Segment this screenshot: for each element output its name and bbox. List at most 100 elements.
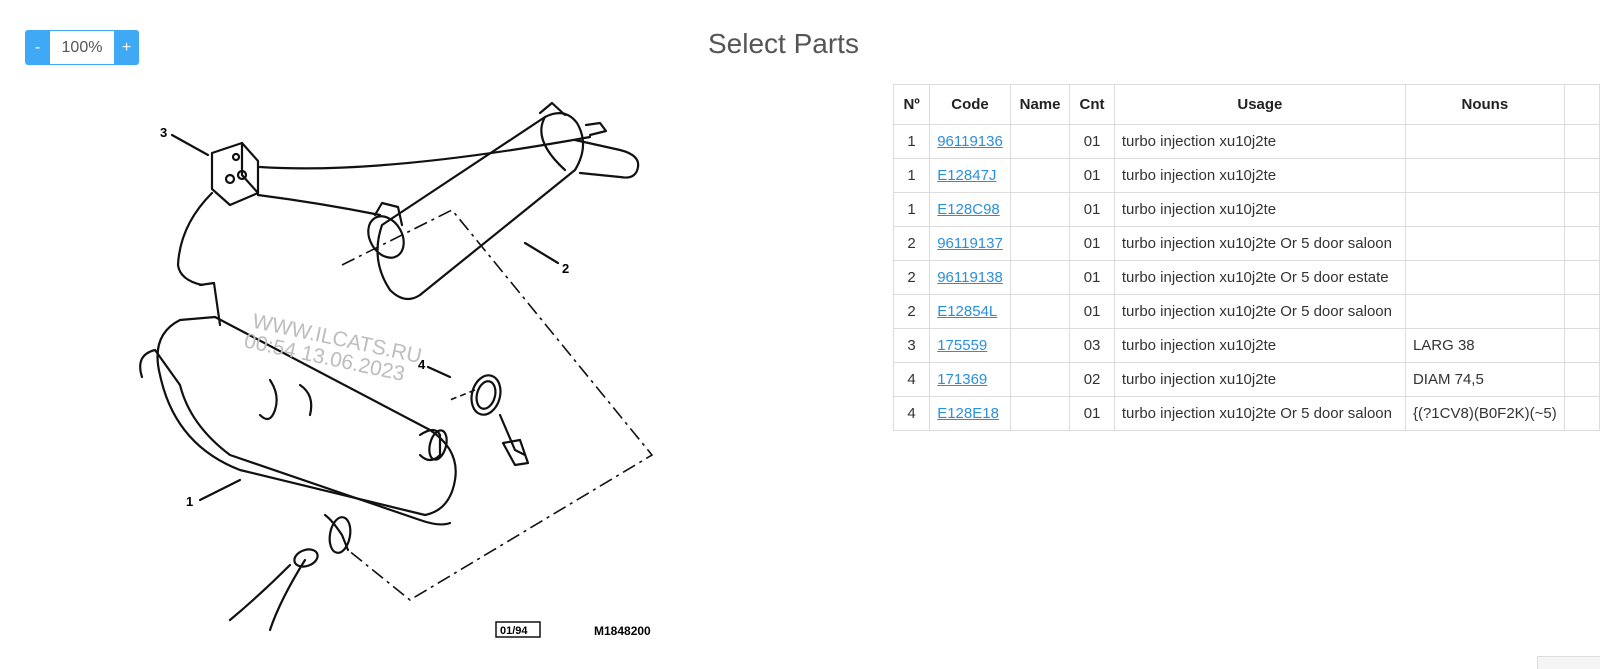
part-code-link[interactable]: E12847J [937, 167, 997, 184]
cell-usage: turbo injection xu10j2te [1113, 328, 1406, 363]
cell-usage: turbo injection xu10j2te [1113, 192, 1406, 227]
callout-4[interactable]: 4 [418, 357, 426, 372]
cell-name [1009, 124, 1071, 159]
cell-code: 96119138 [929, 260, 1011, 295]
cell-number: 4 [892, 396, 931, 431]
callout-1[interactable]: 1 [186, 494, 193, 509]
callout-2[interactable]: 2 [562, 261, 569, 276]
cell-name [1009, 396, 1071, 431]
cell-code: E12854L [929, 294, 1011, 329]
part-code-link[interactable]: 96119136 [937, 133, 1003, 150]
cell-extra [1563, 192, 1600, 227]
part-code-link[interactable]: E128C98 [937, 201, 1000, 218]
zoom-in-button[interactable]: + [114, 30, 139, 65]
cell-code: 171369 [929, 362, 1011, 397]
cell-extra [1563, 328, 1600, 363]
cell-name [1009, 362, 1071, 397]
zoom-out-button[interactable]: - [25, 30, 50, 65]
cell-number: 2 [892, 260, 931, 295]
cell-name [1009, 226, 1071, 261]
col-header-name: Name [1009, 84, 1071, 125]
zoom-control: - 100% + [25, 30, 139, 65]
cell-nouns [1404, 260, 1565, 295]
cell-cnt: 03 [1069, 328, 1115, 363]
cell-number: 1 [892, 192, 931, 227]
cell-code: 175559 [929, 328, 1011, 363]
cell-name [1009, 192, 1071, 227]
cell-extra [1563, 124, 1600, 159]
col-header-nouns: Nouns [1404, 84, 1565, 125]
cell-code: E128C98 [929, 192, 1011, 227]
cell-nouns: DIAM 74,5 [1404, 362, 1565, 397]
cell-number: 2 [892, 294, 931, 329]
part-code-link[interactable]: 96119138 [937, 269, 1003, 286]
cell-nouns: LARG 38 [1404, 328, 1565, 363]
parts-table: Nº Code Name Cnt Usage Nouns 1 96119136 01… [892, 84, 1600, 431]
cell-code: E128E18 [929, 396, 1011, 431]
cell-number: 1 [892, 124, 931, 159]
cell-cnt: 01 [1069, 158, 1115, 193]
cell-name [1009, 260, 1071, 295]
cell-extra [1563, 294, 1600, 329]
col-header-number: Nº [892, 84, 931, 125]
cell-number: 2 [892, 226, 931, 261]
cell-name [1009, 158, 1071, 193]
zoom-level: 100% [50, 30, 114, 65]
parts-diagram[interactable]: 3 2 4 1 WWW.ILCATS.RU 00:54 13.06.2023 0… [120, 95, 690, 655]
cell-nouns [1404, 192, 1565, 227]
cell-extra [1563, 158, 1600, 193]
cell-usage: turbo injection xu10j2te [1113, 362, 1406, 397]
cell-usage: turbo injection xu10j2te Or 5 door saloo… [1113, 294, 1406, 329]
col-header-cnt: Cnt [1069, 84, 1115, 125]
cell-nouns [1404, 124, 1565, 159]
cell-cnt: 02 [1069, 362, 1115, 397]
cell-name [1009, 328, 1071, 363]
cell-nouns [1404, 158, 1565, 193]
cell-cnt: 01 [1069, 226, 1115, 261]
cell-usage: turbo injection xu10j2te Or 5 door saloo… [1113, 396, 1406, 431]
cell-usage: turbo injection xu10j2te Or 5 door saloo… [1113, 226, 1406, 261]
col-header-extra [1563, 84, 1600, 125]
corner-widget[interactable] [1537, 656, 1600, 669]
col-header-code: Code [929, 84, 1011, 125]
cell-extra [1563, 362, 1600, 397]
part-code-link[interactable]: 175559 [937, 337, 988, 354]
cell-nouns: {(?1CV8)(B0F2K)(~5) [1404, 396, 1565, 431]
cell-code: 96119136 [929, 124, 1011, 159]
callout-3[interactable]: 3 [160, 125, 167, 140]
cell-nouns [1404, 226, 1565, 261]
col-header-usage: Usage [1113, 84, 1406, 125]
cell-extra [1563, 226, 1600, 261]
part-code-link[interactable]: 171369 [937, 371, 988, 388]
cell-code: 96119137 [929, 226, 1011, 261]
part-code-link[interactable]: E12854L [937, 303, 998, 320]
part-code-link[interactable]: 96119137 [937, 235, 1003, 252]
cell-extra [1563, 260, 1600, 295]
cell-cnt: 01 [1069, 124, 1115, 159]
part-code-link[interactable]: E128E18 [937, 405, 999, 422]
cell-extra [1563, 396, 1600, 431]
cell-number: 4 [892, 362, 931, 397]
cell-code: E12847J [929, 158, 1011, 193]
cell-nouns [1404, 294, 1565, 329]
cell-cnt: 01 [1069, 260, 1115, 295]
cell-usage: turbo injection xu10j2te [1113, 158, 1406, 193]
cell-cnt: 01 [1069, 294, 1115, 329]
page-title: Select Parts [708, 28, 859, 59]
cell-name [1009, 294, 1071, 329]
cell-number: 1 [892, 158, 931, 193]
cell-cnt: 01 [1069, 396, 1115, 431]
date-code: 01/94 [500, 625, 528, 637]
reference-code: M1848200 [594, 624, 651, 638]
parts-table-container: Nº Code Name Cnt Usage Nouns 1 96119136 01… [892, 84, 1600, 431]
cell-number: 3 [892, 328, 931, 363]
